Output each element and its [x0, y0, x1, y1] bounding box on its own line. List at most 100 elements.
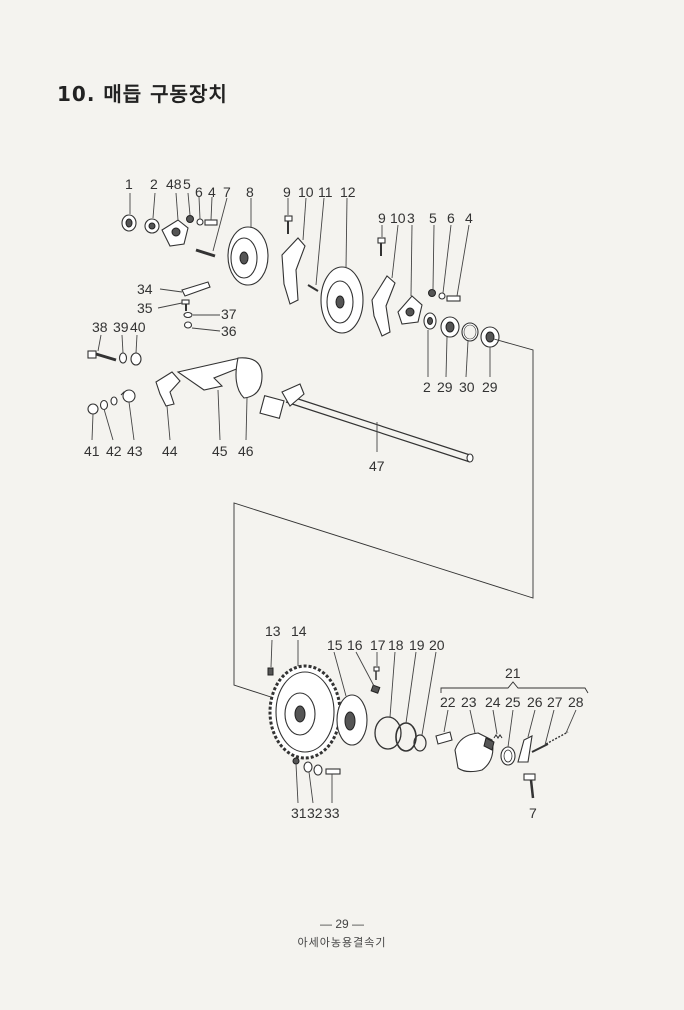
part-bolt-4 — [446, 224, 470, 302]
part-bearing-29a — [440, 316, 460, 378]
label: 7 — [223, 184, 231, 200]
label: 48 — [166, 176, 182, 192]
label: 30 — [459, 379, 475, 395]
label: 10 — [390, 210, 406, 226]
label: 17 — [370, 637, 386, 653]
label: 31 — [291, 805, 307, 821]
part-screw-17 — [373, 652, 380, 680]
label: 14 — [291, 623, 307, 639]
part-washer-36 — [183, 321, 221, 332]
label: 46 — [238, 443, 254, 459]
label: 16 — [347, 637, 363, 653]
part-bolt-7b — [523, 773, 536, 799]
part-pin — [195, 197, 228, 258]
part-bracket-plate — [161, 192, 189, 247]
label: 34 — [137, 281, 153, 297]
labels-lower-row: 13 14 15 16 17 18 19 20 — [265, 623, 445, 653]
label: 13 — [265, 623, 281, 639]
part-collar — [144, 192, 160, 234]
part-ring-18 — [374, 651, 402, 750]
label: 37 — [221, 306, 237, 322]
labels-top-right: 9 10 3 5 6 4 — [378, 210, 473, 226]
labels-right-bottom: 2 29 30 29 — [423, 379, 498, 395]
label: 1 — [125, 176, 133, 192]
label: 32 — [307, 805, 323, 821]
label: 11 — [318, 184, 333, 200]
part-pin-22 — [435, 709, 453, 745]
label: 42 — [106, 443, 122, 459]
label: 29 — [482, 379, 498, 395]
label: 2 — [150, 176, 158, 192]
part-snap-ring-19 — [395, 651, 417, 752]
label: 6 — [195, 184, 203, 200]
label: 45 — [212, 443, 228, 459]
part-bolt-38 — [87, 334, 117, 362]
part-washer-37 — [183, 311, 220, 319]
part-lever-10b — [371, 224, 399, 337]
part-shaft-47 — [259, 383, 474, 463]
part-bushing — [121, 193, 137, 232]
labels-left-side: 34 35 37 36 38 39 40 — [92, 281, 237, 339]
page-number: — 29 — — [319, 917, 364, 931]
label: 19 — [409, 637, 425, 653]
part-washer-32b — [313, 764, 323, 776]
part-spring-43 — [110, 389, 136, 441]
label: 36 — [221, 323, 237, 339]
group-bracket-21 — [440, 681, 589, 694]
label: 26 — [527, 694, 543, 710]
label: 33 — [324, 805, 340, 821]
label: 15 — [327, 637, 343, 653]
part-washer-32 — [303, 761, 314, 804]
label: 28 — [568, 694, 584, 710]
part-spring-28 — [545, 709, 577, 745]
part-nut-5 — [428, 224, 436, 297]
label: 23 — [461, 694, 477, 710]
part-screw-35 — [157, 299, 190, 311]
part-washer-42 — [99, 399, 114, 441]
part-washer-6 — [438, 224, 452, 300]
label-shaft: 47 — [369, 458, 385, 474]
labels-top-left: 1 2 48 5 6 4 7 8 — [125, 176, 254, 200]
connection-lines — [233, 338, 534, 701]
label: 35 — [137, 300, 153, 316]
label: 9 — [378, 210, 386, 226]
part-lever-45 — [176, 357, 245, 441]
part-lever-26 — [517, 709, 536, 763]
labels-lower-bottom: 31 32 33 — [291, 805, 340, 821]
part-bolt-9b — [377, 225, 386, 256]
labels-group-parts: 22 23 24 25 26 27 28 — [440, 694, 584, 710]
footer-label: 아세아농용결속기 — [297, 936, 387, 949]
label: 43 — [127, 443, 143, 459]
part-ring-20 — [413, 651, 437, 752]
label: 8 — [246, 184, 254, 200]
part-bolt-9a — [284, 198, 293, 234]
label: 10 — [298, 184, 314, 200]
part-bolt-33 — [325, 768, 341, 803]
part-knotter-23 — [454, 709, 495, 773]
part-spring-24 — [492, 709, 503, 739]
part-lever-34 — [159, 281, 211, 297]
label: 5 — [183, 176, 191, 192]
part-gear-14 — [268, 640, 342, 760]
label: 2 — [423, 379, 431, 395]
part-cam-46 — [235, 357, 263, 441]
label: 44 — [162, 443, 178, 459]
label: 12 — [340, 184, 356, 200]
label-group-21: 21 — [505, 665, 521, 681]
label: 3 — [407, 210, 415, 226]
label: 18 — [388, 637, 404, 653]
label: 24 — [485, 694, 501, 710]
label: 4 — [208, 184, 216, 200]
label: 4 — [465, 210, 473, 226]
label: 29 — [437, 379, 453, 395]
label: 20 — [429, 637, 445, 653]
part-collar-2b — [423, 312, 437, 377]
label: 9 — [283, 184, 291, 200]
part-cam-wheel-12 — [320, 197, 364, 334]
labels-top-mid: 9 10 11 12 — [283, 184, 356, 200]
part-hub-15 — [333, 651, 368, 746]
label: 25 — [505, 694, 521, 710]
part-nut-31 — [292, 757, 300, 804]
label: 38 — [92, 319, 108, 335]
